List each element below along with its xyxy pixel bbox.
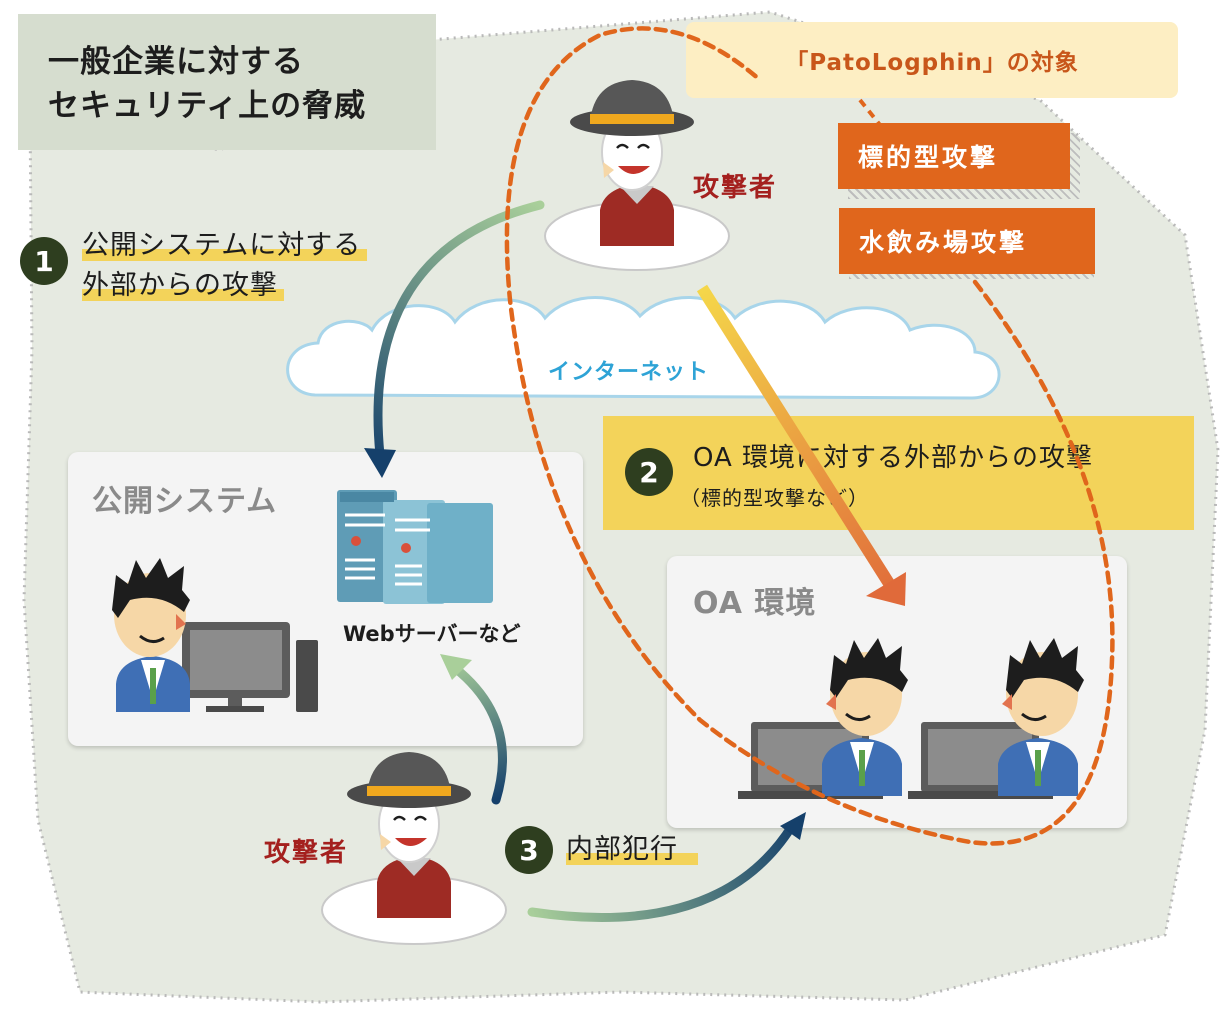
attack3-text: 内部犯行 xyxy=(566,830,698,870)
attacker-top-label: 攻撃者 xyxy=(693,173,778,203)
attack2-number-badge: 2 xyxy=(625,448,673,496)
attack1-text: 公開システムに対する 外部からの攻撃 xyxy=(82,226,368,306)
operator-at-monitor xyxy=(112,558,318,712)
attack1-line-2: 外部からの攻撃 xyxy=(82,270,284,301)
attack2-title: OA 環境に対する外部からの攻撃 xyxy=(693,443,1094,473)
diagram-title: 一般企業に対する セキュリティ上の脅威 xyxy=(48,40,366,128)
oa-environment-label: OA 環境 xyxy=(693,586,817,621)
oa-worker-1 xyxy=(738,638,908,799)
attacker-top-figure xyxy=(570,80,694,246)
internet-label: インターネット xyxy=(548,360,710,385)
server-icon xyxy=(337,490,493,604)
oa-worker-2 xyxy=(908,638,1084,799)
server-caption: Webサーバーなど xyxy=(343,622,521,646)
title-box xyxy=(18,14,436,150)
arrow-attack2 xyxy=(696,284,906,606)
arrow-attack1 xyxy=(364,200,545,478)
patologphin-target-box: 「PatoLogphin」の対象 xyxy=(686,22,1178,98)
attacker-bottom-label: 攻撃者 xyxy=(264,838,349,868)
title-line-2: セキュリティ上の脅威 xyxy=(48,88,367,124)
patologphin-scope-outline xyxy=(504,26,1115,846)
public-system-label: 公開システム xyxy=(92,484,278,519)
internet-cloud xyxy=(286,296,1001,400)
title-line-1: 一般企業に対する xyxy=(48,44,304,80)
tag-targeted-attack: 標的型攻撃 xyxy=(838,123,1070,189)
attack3-label: 内部犯行 xyxy=(566,834,698,865)
attacker-bottom-figure xyxy=(347,752,471,918)
attack3-number-badge: 3 xyxy=(505,826,553,874)
attack1-number-badge: 1 xyxy=(20,237,68,285)
tag-watering-hole: 水飲み場攻撃 xyxy=(839,208,1095,274)
attack1-line-1: 公開システムに対する xyxy=(82,230,368,261)
arrow-insider-to-oa xyxy=(527,812,806,922)
tag-connector xyxy=(858,98,882,127)
arrow-insider-to-server xyxy=(440,654,507,805)
